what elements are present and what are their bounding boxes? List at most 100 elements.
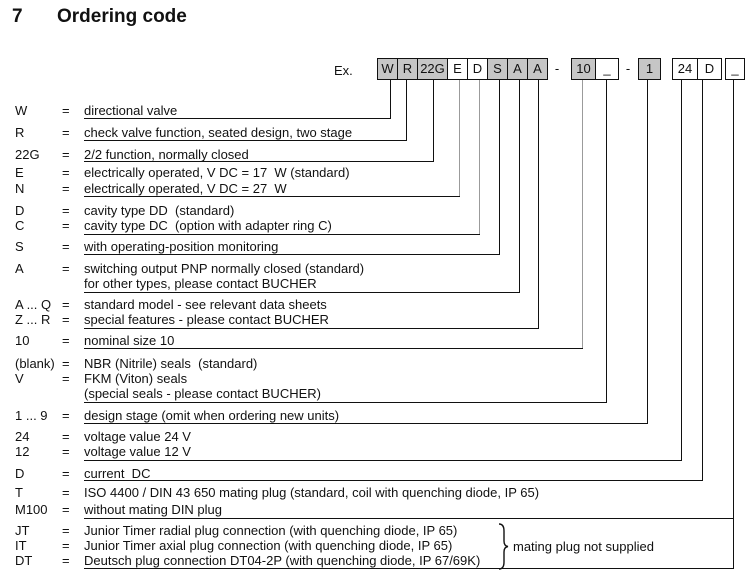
code-box-E: E xyxy=(447,58,468,80)
legend-description: electrically operated, V DC = 17 W (stan… xyxy=(84,165,350,180)
connector-underline xyxy=(84,348,583,349)
legend-description: nominal size 10 xyxy=(84,333,175,348)
equals-sign: = xyxy=(62,444,70,459)
equals-sign: = xyxy=(62,502,70,517)
connector-underline xyxy=(84,140,407,141)
legend-row: DT = Deutsch plug connection DT04-2P (with… xyxy=(0,553,745,568)
equals-sign: = xyxy=(62,239,70,254)
equals-sign: = xyxy=(62,429,70,444)
legend-description: switching output PNP normally closed (st… xyxy=(84,261,365,276)
equals-sign: = xyxy=(62,333,70,348)
connector-vertical xyxy=(733,80,734,568)
code-box-blank: _ xyxy=(725,58,745,80)
code-box-24: 24 xyxy=(672,58,698,80)
legend-description: cavity type DD (standard) xyxy=(84,203,235,218)
legend-row: 24 = voltage value 24 V xyxy=(0,429,745,444)
code-box-A: A xyxy=(507,58,528,80)
connector-underline xyxy=(84,423,648,424)
legend-code: 1 ... 9 xyxy=(15,408,48,423)
legend-row: (blank)=NBR (Nitrile) seals (standard) xyxy=(0,356,745,371)
legend-code: (blank) xyxy=(15,356,55,371)
connector-underline xyxy=(84,480,703,481)
connector-vertical xyxy=(702,80,703,480)
legend-code: D xyxy=(15,203,25,218)
legend-row: Z ... R=special features - please contac… xyxy=(0,312,745,327)
legend-row: 22G=2/2 function, normally closed xyxy=(0,147,745,162)
legend-code: Z ... R xyxy=(15,312,51,327)
legend-code: V xyxy=(15,371,24,386)
legend-row: 12 = voltage value 12 V xyxy=(0,444,745,459)
legend-code: A xyxy=(15,261,24,276)
legend-description: voltage value 24 V xyxy=(84,429,191,444)
legend-description: 2/2 function, normally closed xyxy=(84,147,249,162)
legend-row: 10=nominal size 10 xyxy=(0,333,745,348)
equals-sign: = xyxy=(62,356,70,371)
legend-code: W xyxy=(15,103,28,118)
legend-code: C xyxy=(15,218,25,233)
connector-vertical xyxy=(647,80,648,423)
connector-underline xyxy=(84,460,682,461)
legend-code: S xyxy=(15,239,24,254)
legend-description: Deutsch plug connection DT04-2P (with qu… xyxy=(84,553,481,568)
mating-plug-note: mating plug not supplied xyxy=(513,539,654,554)
connector-underline xyxy=(84,196,460,197)
connector-underline xyxy=(84,568,734,569)
equals-sign: = xyxy=(62,261,70,276)
example-label: Ex. xyxy=(334,63,353,78)
equals-sign: = xyxy=(62,523,70,538)
code-box-S: S xyxy=(487,58,508,80)
legend-row: for other types, please contact BUCHER xyxy=(0,276,745,291)
connector-vertical xyxy=(390,80,391,118)
equals-sign: = xyxy=(62,218,70,233)
equals-sign: = xyxy=(62,466,70,481)
legend-description: directional valve xyxy=(84,103,178,118)
legend-description: (special seals - please contact BUCHER) xyxy=(84,386,321,401)
connector-vertical xyxy=(681,80,682,460)
legend-row: C=cavity type DC (option with adapter ri… xyxy=(0,218,745,233)
code-box-blank: _ xyxy=(595,58,619,80)
code-box-R: R xyxy=(397,58,418,80)
legend-code: 22G xyxy=(15,147,40,162)
equals-sign: = xyxy=(62,203,70,218)
legend-row: D = cavity type DD (standard) xyxy=(0,203,745,218)
legend-code: M100 xyxy=(15,502,48,517)
connector-vertical xyxy=(499,80,500,254)
equals-sign: = xyxy=(62,553,70,568)
legend-code: 12 xyxy=(15,444,30,459)
code-box-D: D xyxy=(697,58,722,80)
legend-code: D xyxy=(15,466,25,481)
page-title: Ordering code xyxy=(57,6,187,27)
legend-description: check valve function, seated design, two… xyxy=(84,125,353,140)
code-box-22G: 22G xyxy=(417,58,448,80)
equals-sign: = xyxy=(62,103,70,118)
code-box-10: 10 xyxy=(571,58,596,80)
legend-description: Junior Timer radial plug connection (wit… xyxy=(84,523,458,538)
legend-description: standard model - see relevant data sheet… xyxy=(84,297,327,312)
connector-underline xyxy=(84,518,734,519)
legend-code: A ... Q xyxy=(15,297,52,312)
legend-description: voltage value 12 V xyxy=(84,444,191,459)
equals-sign: = xyxy=(62,485,70,500)
connector-vertical xyxy=(479,80,480,234)
legend-row: A ... Q=standard model - see relevant da… xyxy=(0,297,745,312)
legend-row: D=current DC xyxy=(0,466,745,481)
connector-vertical xyxy=(606,80,607,402)
legend-description: special features - please contact BUCHER xyxy=(84,312,329,327)
code-box-1: 1 xyxy=(638,58,661,80)
code-separator: - xyxy=(625,61,631,76)
legend-row: 1 ... 9=design stage (omit when ordering… xyxy=(0,408,745,423)
connector-underline xyxy=(84,161,434,162)
code-box-A: A xyxy=(527,58,548,80)
legend-code: DT xyxy=(15,553,33,568)
connector-vertical xyxy=(582,80,583,348)
connector-underline xyxy=(84,254,500,255)
legend-code: 24 xyxy=(15,429,30,444)
equals-sign: = xyxy=(62,165,70,180)
equals-sign: = xyxy=(62,408,70,423)
legend-row: W = directional valve xyxy=(0,103,745,118)
code-box-W: W xyxy=(377,58,398,80)
legend-code: IT xyxy=(15,538,27,553)
equals-sign: = xyxy=(62,538,70,553)
legend-row: V=FKM (Viton) seals xyxy=(0,371,745,386)
